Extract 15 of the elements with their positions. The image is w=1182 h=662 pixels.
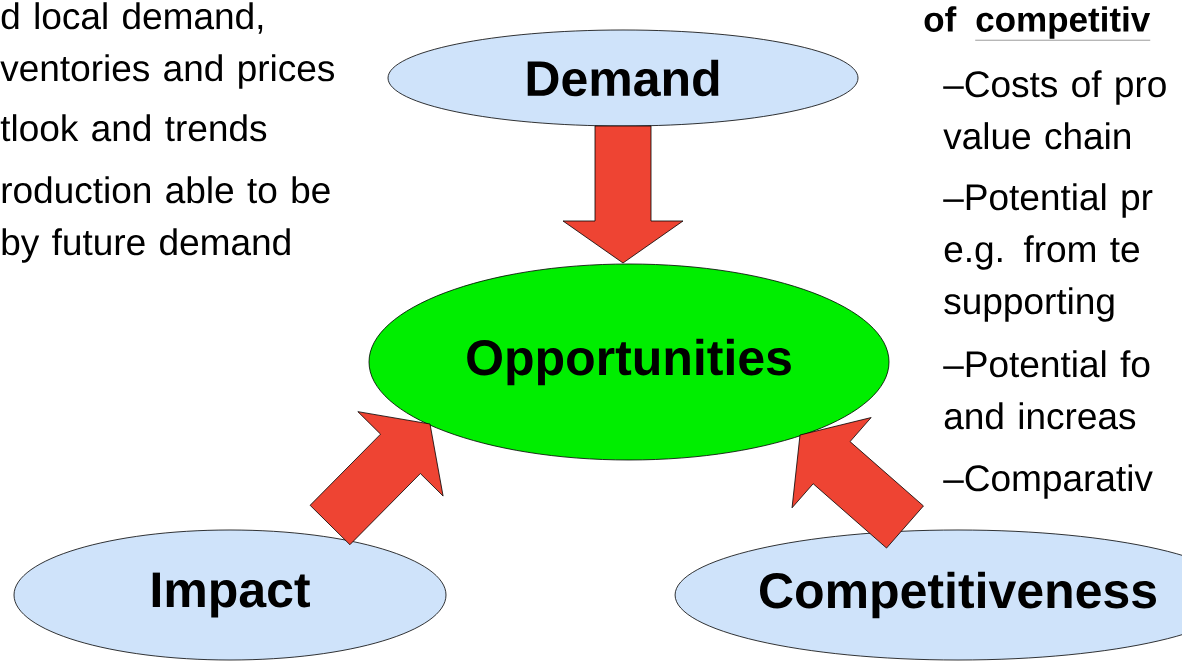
bullet-text: –Potential pr e.g. from te supporting	[943, 183, 1153, 322]
heading-text: competitiv	[975, 6, 1151, 41]
bullet-text: –Potential fo and increas	[943, 350, 1150, 430]
ellipse-node: Demand	[387, 29, 859, 127]
block-arrow	[791, 417, 924, 549]
heading-text: of	[924, 6, 957, 32]
ellipse-node: Impact	[13, 529, 447, 661]
block-arrow	[562, 125, 684, 264]
ellipse-node: Opportunities	[368, 263, 890, 461]
bullet-text: –Comparativ	[943, 464, 1153, 499]
block-arrow	[309, 411, 444, 546]
bullet-text: roduction able to be by future demand	[2, 176, 330, 263]
ellipse-node: Competitiveness	[674, 529, 1182, 661]
bullet-text: tlook and trends	[0, 114, 267, 142]
bullet-text: –Costs of pro value chain	[943, 70, 1166, 150]
